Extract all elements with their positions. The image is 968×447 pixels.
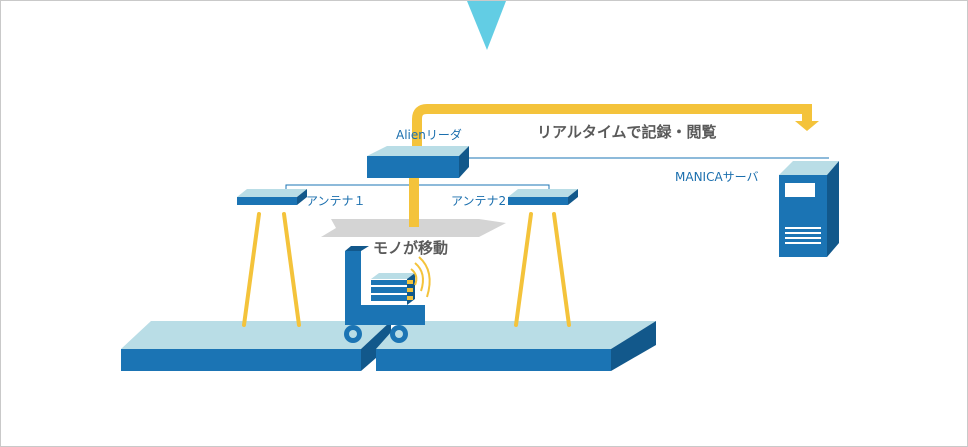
rfid-signal-icon (410, 256, 431, 298)
movement-arrow (321, 219, 506, 237)
realtime-arrow (412, 104, 812, 151)
moving-label: モノが移動 (373, 239, 448, 257)
top-pointer (467, 1, 506, 50)
antenna1-device (237, 189, 307, 205)
antenna1-beams (242, 212, 301, 327)
floor-platform-right (376, 321, 656, 371)
cart-icon (344, 246, 425, 343)
antenna2-label: アンテナ2 (451, 194, 506, 208)
antenna1-label: アンテナ１ (306, 194, 366, 208)
reader-label: Alienリーダ (396, 127, 462, 142)
antenna2-device (508, 189, 578, 205)
antenna2-beams (514, 212, 571, 327)
reader-yellow-link (409, 177, 419, 227)
realtime-label: リアルタイムで記録・閲覧 (537, 123, 717, 141)
cargo-boxes (371, 273, 415, 305)
realtime-arrow-head (795, 121, 819, 131)
server-icon (779, 161, 839, 257)
floor-platform-left (121, 321, 391, 371)
server-label: MANICAサーバ (675, 170, 759, 184)
reader-device (367, 146, 469, 178)
